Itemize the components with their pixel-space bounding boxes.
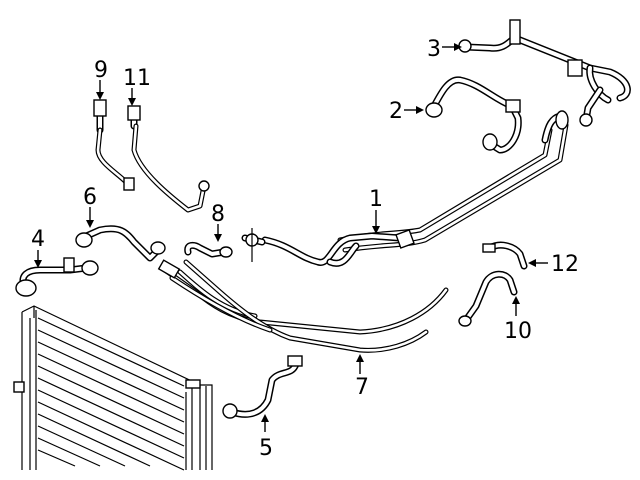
callout-1: 1	[369, 187, 383, 212]
part-3-hose	[458, 19, 631, 127]
radiator	[13, 305, 213, 471]
part-5-hose	[222, 355, 303, 419]
part-9-hose	[93, 99, 135, 191]
callout-8: 8	[211, 202, 225, 227]
part-12-hose	[482, 241, 528, 270]
part-1-coolant-lines	[241, 110, 569, 267]
part-7-tubes	[157, 259, 449, 353]
callout-leaders	[34, 43, 548, 432]
callout-7: 7	[355, 375, 369, 400]
part-6-hose	[75, 225, 166, 262]
radiator-side-port	[185, 379, 201, 389]
callout-11: 11	[123, 66, 151, 91]
callout-10: 10	[504, 319, 532, 344]
callout-labels: 1 2 3 4 5 6 7 8 9 11 10 12	[31, 37, 579, 461]
callout-3: 3	[427, 37, 441, 62]
callout-5: 5	[259, 436, 273, 461]
part-4-hose	[15, 257, 99, 297]
callout-4: 4	[31, 227, 45, 252]
part-11-hose	[127, 105, 210, 213]
callout-6: 6	[83, 185, 97, 210]
callout-12: 12	[551, 252, 579, 277]
radiator-port	[13, 381, 25, 393]
callout-2: 2	[389, 99, 403, 124]
callout-9: 9	[94, 58, 108, 83]
part-10-hose	[458, 270, 518, 327]
part-8-hose	[184, 241, 233, 258]
part-2-hose	[425, 76, 522, 154]
radiator-fins	[37, 317, 185, 471]
